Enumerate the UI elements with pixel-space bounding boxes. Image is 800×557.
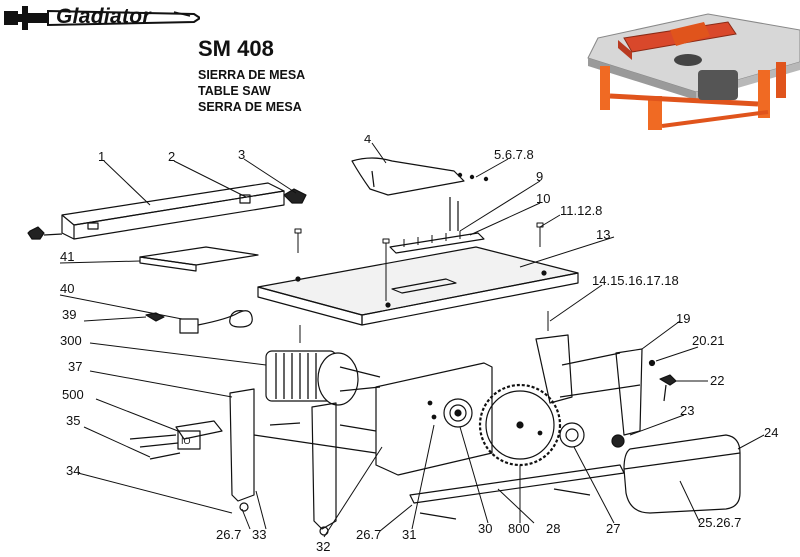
table-top [257, 246, 579, 326]
label-800: 800 [508, 521, 530, 536]
description-portuguese: SERRA DE MESA [198, 100, 302, 114]
label-34: 34 [66, 463, 80, 478]
screws-top [294, 222, 549, 343]
label-500: 500 [62, 387, 84, 402]
svg-text:IO: IO [181, 436, 191, 446]
motor [265, 350, 381, 406]
rip-fence [27, 182, 307, 240]
label-37: 37 [68, 359, 82, 374]
label-35: 35 [66, 413, 80, 428]
label-2: 2 [168, 149, 175, 164]
label-13: 13 [596, 227, 610, 242]
flanges [443, 398, 625, 448]
exploded-view-drawing: IO [27, 135, 778, 554]
label-40: 40 [60, 281, 74, 296]
product-photo [587, 13, 800, 130]
label-33: 33 [252, 527, 266, 542]
label-10: 10 [536, 191, 550, 206]
label-5678: 5.6.7.8 [494, 147, 534, 162]
knob-left [27, 226, 45, 240]
belt-cover [623, 434, 741, 514]
label-4: 4 [364, 135, 371, 146]
small-fasteners [129, 359, 677, 520]
gladiator-sword-icon [4, 6, 202, 30]
table-insert [139, 246, 259, 272]
label-267-left: 26.7 [216, 527, 241, 542]
label-27: 27 [606, 521, 620, 536]
label-267-center: 26.7 [356, 527, 381, 542]
model-number: SM 408 [198, 36, 274, 61]
label-23: 23 [680, 403, 694, 418]
label-19: 19 [676, 311, 690, 326]
riving-knife-plate [389, 197, 485, 254]
label-2021: 20.21 [692, 333, 725, 348]
label-300: 300 [60, 333, 82, 348]
brand-name: Gladiator [56, 5, 151, 28]
label-3: 3 [238, 147, 245, 162]
label-41: 41 [60, 249, 74, 264]
label-31: 31 [402, 527, 416, 542]
description-spanish: SIERRA DE MESA [198, 68, 306, 82]
label-25267: 25.26.7 [698, 515, 741, 530]
label-11128: 11.12.8 [560, 203, 602, 218]
label-32: 32 [316, 539, 330, 554]
base-frame [253, 352, 641, 504]
label-24: 24 [764, 425, 778, 440]
part-number-labels: 1 2 3 4 5.6.7.8 9 10 11.12.8 13 14.15.16… [60, 135, 778, 554]
knob-right [283, 188, 307, 204]
label-1415161718: 14.15.16.17.18 [592, 273, 679, 288]
label-28: 28 [546, 521, 560, 536]
label-22: 22 [710, 373, 724, 388]
description-english: TABLE SAW [198, 84, 271, 98]
legs [229, 334, 643, 536]
brand-logo: Gladiator [4, 2, 202, 34]
label-9: 9 [536, 169, 543, 184]
blade-guard [351, 157, 489, 196]
label-39: 39 [62, 307, 76, 322]
power-cord [145, 310, 253, 334]
leader-lines [59, 142, 765, 538]
label-30: 30 [478, 521, 492, 536]
switch-box: IO [175, 420, 223, 450]
label-1: 1 [98, 149, 105, 164]
